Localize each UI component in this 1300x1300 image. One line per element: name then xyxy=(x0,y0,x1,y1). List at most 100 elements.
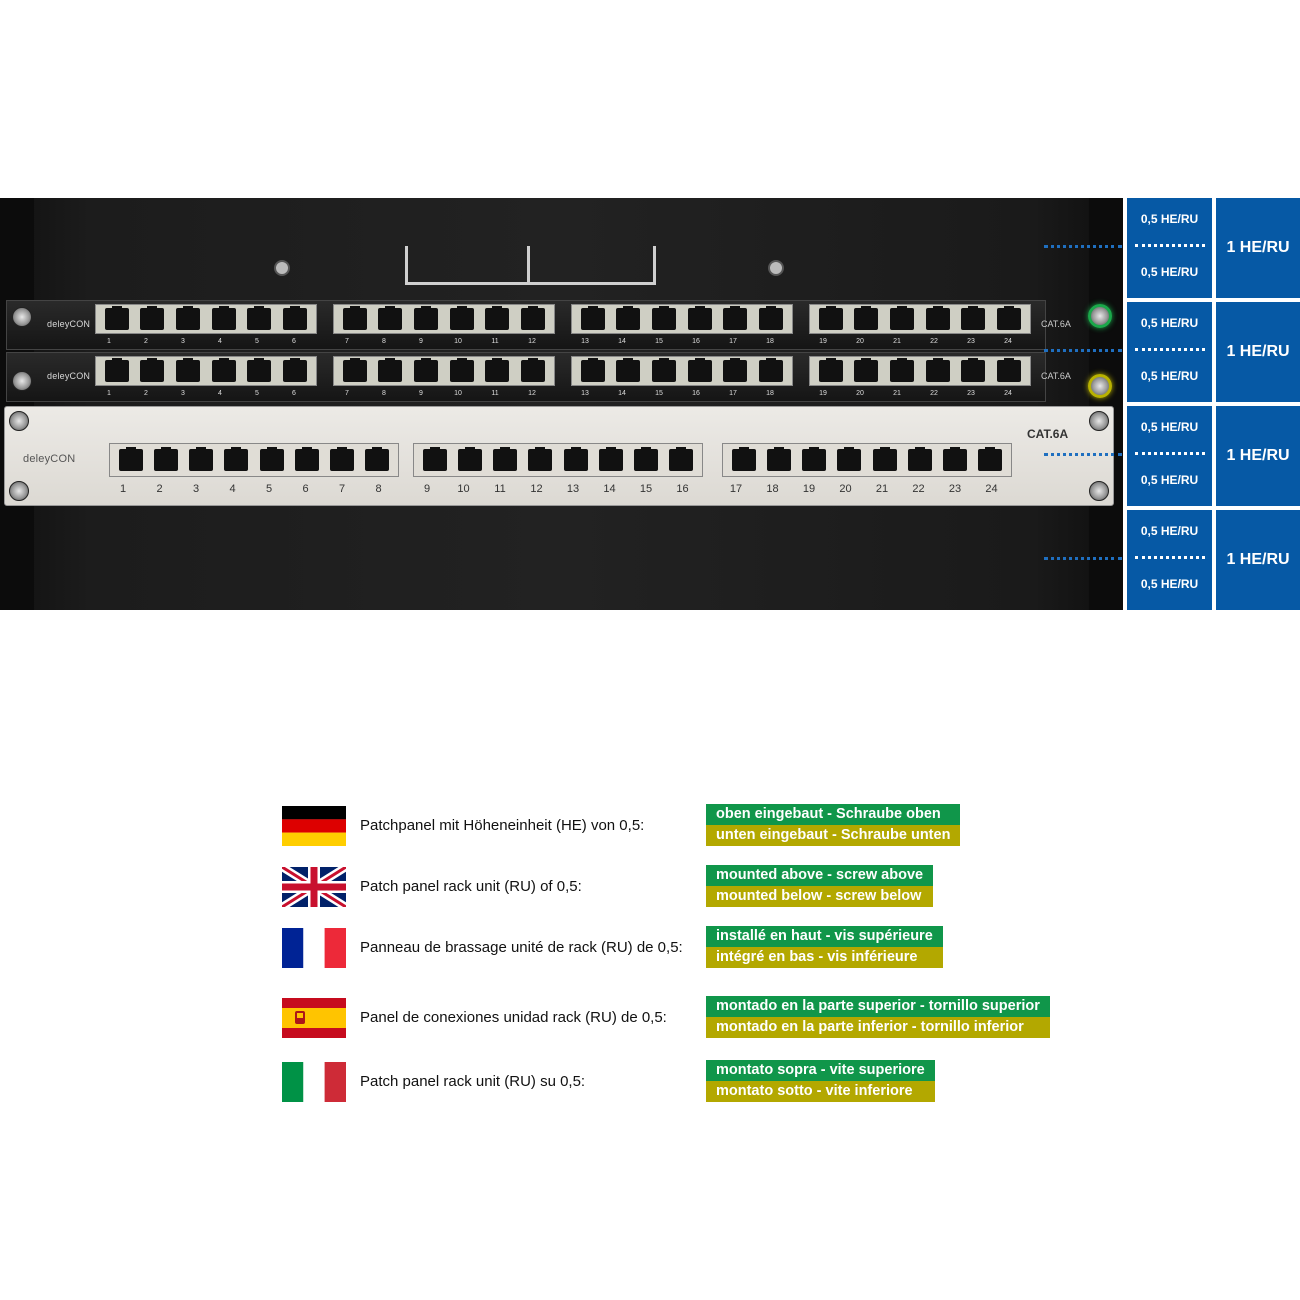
rj45-port xyxy=(818,358,843,382)
rj45-port xyxy=(259,447,284,471)
legend-row: Patch panel rack unit (RU) su 0,5:montat… xyxy=(282,1060,1082,1105)
port-number: 6 xyxy=(302,483,309,495)
mounted-below-tag: montato sotto - vite inferiore xyxy=(706,1081,935,1102)
port-number: 20 xyxy=(839,483,852,495)
full-unit-label: 1 HE/RU xyxy=(1226,447,1290,464)
rj45-port xyxy=(449,306,474,330)
legend-row: Patch panel rack unit (RU) of 0,5: mounte… xyxy=(282,865,1082,910)
rj45-port xyxy=(294,447,319,471)
rj45-port xyxy=(493,447,518,471)
half-unit-label-top: 0,5 HE/RU xyxy=(1140,420,1199,434)
rj45-port xyxy=(766,447,791,471)
rj45-port xyxy=(854,306,879,330)
legend-row: Patchpanel mit Höheneinheit (HE) von 0,5… xyxy=(282,804,1082,849)
port-group xyxy=(571,304,793,334)
flag-germany-icon xyxy=(282,806,346,846)
rj45-port xyxy=(140,358,165,382)
screw-icon xyxy=(1089,411,1109,431)
brand-label: deleyCON xyxy=(23,453,76,465)
port-number: 17 xyxy=(729,390,737,397)
port-group xyxy=(109,443,399,477)
rj45-port xyxy=(997,306,1022,330)
rj45-port xyxy=(616,358,641,382)
mounted-below-tag: mounted below - screw below xyxy=(706,886,933,907)
port-number: 2 xyxy=(144,338,148,345)
rack-rail-left xyxy=(0,198,34,610)
port-number: 21 xyxy=(893,338,901,345)
mounted-above-tag: montado en la parte superior - tornillo … xyxy=(706,996,1050,1017)
port-number: 24 xyxy=(985,483,998,495)
rj45-port xyxy=(140,306,165,330)
cable-bracket xyxy=(405,246,656,285)
rj45-port xyxy=(176,358,201,382)
port-number: 3 xyxy=(192,483,200,495)
port-number: 6 xyxy=(292,390,296,397)
flag-italy-icon xyxy=(282,1062,346,1102)
rj45-port xyxy=(485,358,510,382)
category-label: CAT.6A xyxy=(1027,427,1069,441)
rj45-port xyxy=(925,358,950,382)
mounting-stud xyxy=(274,260,290,276)
port-number: 23 xyxy=(967,338,975,345)
port-number: 13 xyxy=(581,390,589,397)
port-number: 12 xyxy=(530,483,543,495)
mounted-below-tag: montado en la parte inferior - tornillo … xyxy=(706,1017,1050,1038)
port-number: 13 xyxy=(566,483,580,495)
port-number: 14 xyxy=(618,390,626,397)
half-unit-label-top: 0,5 HE/RU xyxy=(1140,212,1199,226)
mounted-above-tag: montato sopra - vite superiore xyxy=(706,1060,935,1081)
port-number: 2 xyxy=(156,483,163,495)
rj45-port xyxy=(211,358,236,382)
port-number: 3 xyxy=(181,390,185,397)
port-number: 13 xyxy=(581,338,589,345)
rj45-port xyxy=(224,447,249,471)
rj45-port xyxy=(189,447,214,471)
rj45-port xyxy=(365,447,390,471)
rj45-port xyxy=(342,358,367,382)
port-number: 7 xyxy=(345,338,349,345)
port-number: 22 xyxy=(912,483,925,495)
port-number: 7 xyxy=(338,483,346,495)
half-unit-block: 0,5 HE/RU 0,5 HE/RU xyxy=(1127,198,1212,298)
port-number: 15 xyxy=(655,338,663,345)
rj45-port xyxy=(890,306,915,330)
full-unit-label: 1 HE/RU xyxy=(1226,239,1290,256)
rj45-port xyxy=(211,306,236,330)
rj45-port xyxy=(818,306,843,330)
legend-description: Panel de conexiones unidad rack (RU) de … xyxy=(360,1009,667,1026)
port-number: 21 xyxy=(875,483,889,495)
port-number: 19 xyxy=(819,390,827,397)
port-number: 18 xyxy=(766,390,774,397)
port-group xyxy=(809,356,1031,386)
port-number: 22 xyxy=(930,338,938,345)
rj45-port xyxy=(759,306,784,330)
rj45-port xyxy=(961,358,986,382)
port-number: 7 xyxy=(345,390,349,397)
port-number: 16 xyxy=(692,338,700,345)
port-group xyxy=(809,304,1031,334)
port-number: 14 xyxy=(618,338,626,345)
dotted-line xyxy=(1135,556,1205,559)
rj45-port xyxy=(907,447,932,471)
rj45-port xyxy=(759,358,784,382)
rj45-port xyxy=(283,358,308,382)
rj45-port xyxy=(687,358,712,382)
dotted-line xyxy=(1135,452,1205,455)
rj45-port xyxy=(457,447,482,471)
port-number: 11 xyxy=(494,483,506,495)
legend-description: Patch panel rack unit (RU) of 0,5: xyxy=(360,878,582,895)
port-group xyxy=(95,356,317,386)
mounted-below-tag: unten eingebaut - Schraube unten xyxy=(706,825,960,846)
half-unit-label-bottom: 0,5 HE/RU xyxy=(1140,265,1199,279)
port-number: 23 xyxy=(948,483,962,495)
port-number: 5 xyxy=(265,483,273,495)
rj45-port xyxy=(521,306,546,330)
port-number: 15 xyxy=(639,483,653,495)
rj45-port xyxy=(104,358,129,382)
port-number: 16 xyxy=(676,483,689,495)
legend-row: Panneau de brassage unité de rack (RU) d… xyxy=(282,926,1082,971)
